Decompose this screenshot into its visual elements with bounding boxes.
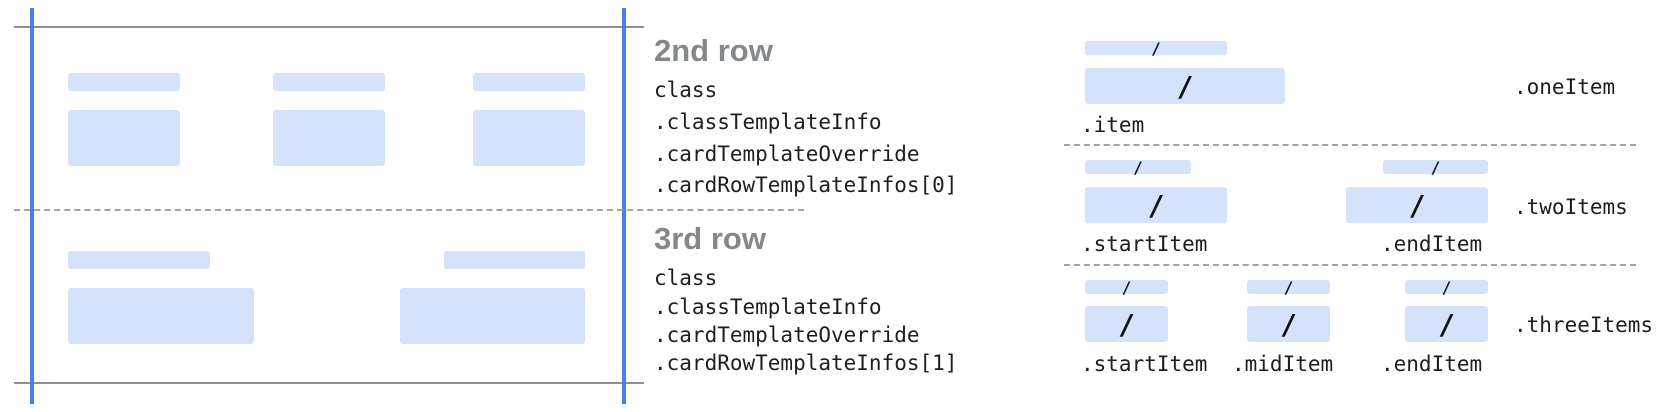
row2-mid-body-placeholder bbox=[273, 110, 385, 166]
row2-end-title-placeholder bbox=[473, 73, 585, 91]
card-right-border bbox=[622, 8, 626, 404]
three-end-body-placeholder bbox=[1405, 306, 1488, 342]
three-end-title-placeholder bbox=[1405, 280, 1488, 294]
two-start-title-placeholder bbox=[1085, 160, 1191, 174]
two-start-body-divider: / bbox=[1147, 188, 1165, 222]
two-end-title-divider: / bbox=[1430, 157, 1441, 177]
one-item-body-divider: / bbox=[1176, 69, 1194, 103]
mid-item-label: .midItem bbox=[1232, 352, 1334, 376]
template-name-one-item: .oneItem bbox=[1514, 75, 1616, 99]
row-divider bbox=[14, 209, 804, 211]
row3-end-body-placeholder bbox=[400, 288, 585, 344]
one-item-body-placeholder bbox=[1085, 68, 1285, 104]
three-mid-title-placeholder bbox=[1247, 280, 1330, 294]
template-divider bbox=[1064, 144, 1636, 146]
two-end-body-placeholder bbox=[1346, 187, 1488, 223]
code-line: class bbox=[654, 78, 718, 102]
three-mid-title-divider: / bbox=[1283, 277, 1294, 297]
row3-start-title-placeholder bbox=[68, 251, 210, 269]
row2-start-body-placeholder bbox=[68, 110, 180, 166]
end-item-label: .endItem bbox=[1381, 352, 1483, 376]
three-end-title-divider: / bbox=[1441, 277, 1452, 297]
card-left-border bbox=[30, 8, 34, 404]
three-start-body-placeholder bbox=[1085, 306, 1168, 342]
two-end-body-divider: / bbox=[1408, 188, 1426, 222]
card-top-rule bbox=[14, 26, 644, 28]
code-line: .classTemplateInfo bbox=[654, 295, 882, 319]
row-heading: 3rd row bbox=[654, 221, 766, 256]
three-start-title-divider: / bbox=[1121, 277, 1132, 297]
three-end-body-divider: / bbox=[1438, 307, 1455, 341]
template-name-two-items: .twoItems bbox=[1514, 195, 1628, 219]
three-mid-body-placeholder bbox=[1247, 306, 1330, 342]
card-bottom-rule bbox=[14, 382, 644, 384]
code-line: .cardTemplateOverride bbox=[654, 142, 920, 166]
two-end-title-placeholder bbox=[1383, 160, 1488, 174]
three-mid-body-divider: / bbox=[1280, 307, 1297, 341]
three-start-title-placeholder bbox=[1085, 280, 1168, 294]
code-line: .classTemplateInfo bbox=[654, 110, 882, 134]
one-item-title-divider: / bbox=[1151, 38, 1161, 58]
start-item-label: .startItem bbox=[1081, 232, 1208, 256]
code-line: .cardRowTemplateInfos[1] bbox=[654, 351, 958, 375]
row2-mid-title-placeholder bbox=[273, 73, 385, 91]
row3-start-body-placeholder bbox=[68, 288, 254, 344]
end-item-label: .endItem bbox=[1381, 232, 1483, 256]
template-name-three-items: .threeItems bbox=[1514, 313, 1654, 337]
start-item-label: .startItem bbox=[1081, 352, 1208, 376]
code-line: class bbox=[654, 266, 718, 290]
two-start-title-divider: / bbox=[1133, 157, 1143, 177]
two-start-body-placeholder bbox=[1085, 187, 1227, 223]
item-label: .item bbox=[1081, 113, 1145, 137]
code-line: .cardRowTemplateInfos[0] bbox=[654, 173, 958, 197]
code-line: .cardTemplateOverride bbox=[654, 323, 920, 347]
row2-end-body-placeholder bbox=[473, 110, 585, 166]
one-item-title-placeholder bbox=[1085, 41, 1227, 55]
row2-start-title-placeholder bbox=[68, 73, 180, 91]
row3-end-title-placeholder bbox=[444, 251, 585, 269]
three-start-body-divider: / bbox=[1118, 307, 1135, 341]
template-divider bbox=[1064, 264, 1636, 266]
row-heading: 2nd row bbox=[654, 33, 773, 68]
